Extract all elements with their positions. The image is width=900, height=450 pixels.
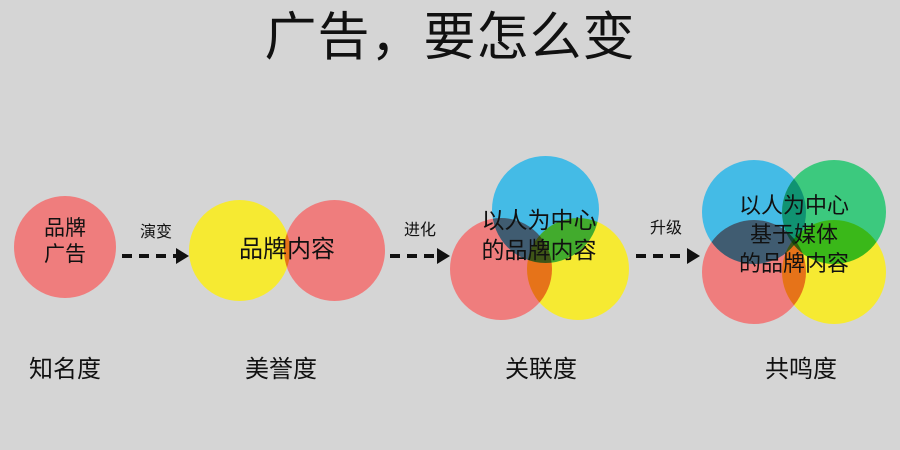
circle-yellow-stage-2 — [189, 200, 290, 301]
arrow-3-shaft — [636, 254, 688, 258]
arrow-2 — [390, 242, 452, 272]
arrow-2-head-icon — [437, 248, 450, 264]
circle-red-stage-1 — [14, 196, 116, 298]
stage-2-caption: 美誉度 — [245, 355, 317, 383]
arrow-3-label: 升级 — [649, 218, 682, 237]
venn-group-3 — [450, 156, 629, 324]
arrow-3-head-icon — [687, 248, 700, 264]
page-title: 广告，要怎么变 — [264, 8, 636, 68]
arrow-2-shaft — [390, 254, 438, 258]
venn-group-2 — [189, 200, 385, 301]
arrow-1-head-icon — [176, 248, 189, 264]
arrow-2-label: 进化 — [403, 220, 436, 239]
venn-group-4 — [702, 160, 886, 324]
arrow-1-label: 演变 — [139, 222, 172, 241]
circle-red-stage-2 — [284, 200, 385, 301]
arrow-1-shaft — [122, 254, 177, 258]
circle-yellow-stage-3 — [527, 218, 629, 320]
circle-yellow-stage-4 — [782, 220, 886, 324]
venn-group-1 — [14, 196, 116, 298]
stage-3-caption: 关联度 — [505, 355, 577, 383]
stage-4-caption: 共鸣度 — [765, 355, 837, 383]
stage-1-caption: 知名度 — [29, 355, 101, 383]
arrow-3 — [636, 242, 702, 272]
arrow-1 — [122, 242, 190, 272]
